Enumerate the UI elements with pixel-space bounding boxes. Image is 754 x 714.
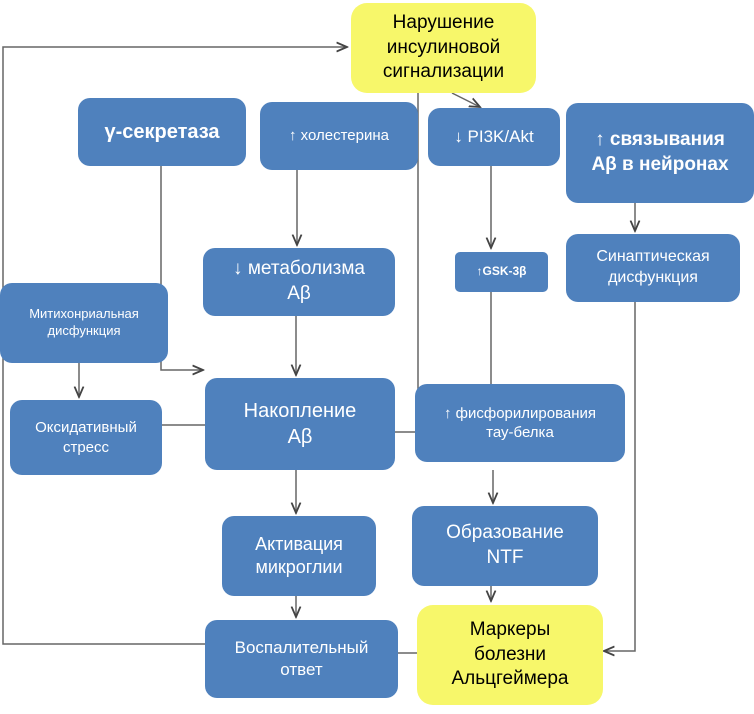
node-pi3k-akt: ↓ PI3K/Akt [428,108,560,166]
node-insulin-signaling: Нарушение инсулиновой сигнализации [351,3,536,93]
node-microglia-activation: Активация микроглии [222,516,376,596]
node-inflammatory-response: Воспалительный ответ [205,620,398,698]
node-alzheimer-markers: Маркеры болезни Альцгеймера [417,605,603,705]
node-ntf-formation: Образование NTF [412,506,598,586]
node-synaptic-dysfunction: Синаптическая дисфункция [566,234,740,302]
node-cholesterol: ↑ холестерина [260,102,418,170]
node-abeta-binding: ↑ связывания Aβ в нейронах [566,103,754,203]
node-abeta-metabolism: ↓ метаболизма Aβ [203,248,395,316]
node-gsk3b: ↑GSK-3β [455,252,548,292]
node-gamma-secretase: γ-секретаза [78,98,246,166]
node-tau-phosphorylation: ↑ фисфорилирования тау-белка [415,384,625,462]
gamma-accum-arrow [160,166,203,370]
node-oxidative-stress: Оксидативный стресс [10,400,162,475]
node-mitochondrial-dysfunction: Митихонриальная дисфункция [0,283,168,363]
synaptic-markers-arrow [604,302,636,651]
node-abeta-accumulation: Накопление Aβ [205,378,395,470]
insulin-pi3k-arrow [451,92,480,107]
